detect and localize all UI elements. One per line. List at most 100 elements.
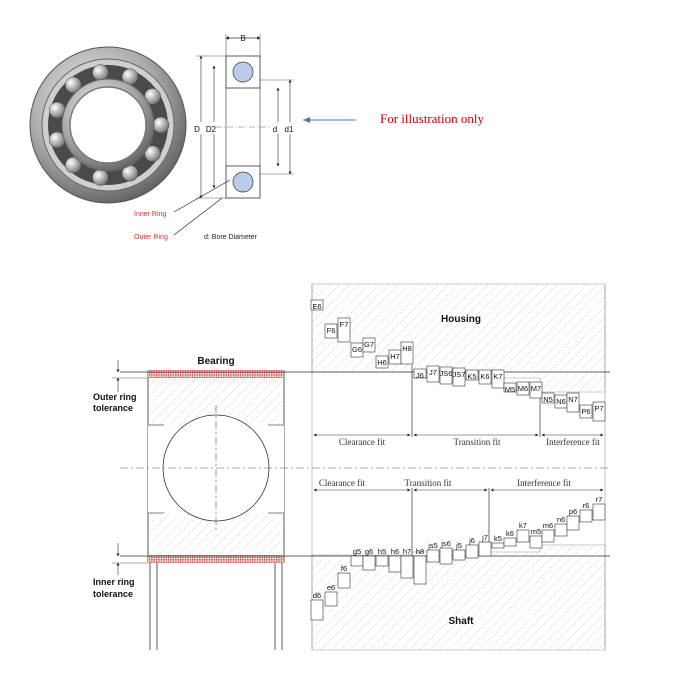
housing-tolerance-zone — [465, 369, 479, 381]
housing-tolerance-zone — [324, 323, 338, 339]
housing-tolerance-label: N6 — [556, 397, 566, 406]
shaft-tolerance-label: g6 — [365, 547, 373, 556]
housing-tolerance-label: JS7 — [453, 370, 466, 379]
inner-ring-tol-label-1: Inner ring — [93, 577, 135, 587]
inner-ring-tol-label-2: tolerance — [93, 589, 133, 599]
shaft-clearance-fit-label: Clearance fit — [319, 478, 366, 488]
shaft-tolerance-label: f6 — [341, 564, 347, 573]
shaft-tolerance-zone — [400, 555, 414, 579]
housing-tolerance-label: J7 — [429, 368, 437, 377]
shaft-tolerance-zone — [592, 503, 606, 521]
housing-tolerance-label: P6 — [581, 407, 590, 416]
housing-tolerance-zone — [426, 365, 440, 383]
outer-ring-tol-label-1: Outer ring — [93, 392, 137, 402]
housing-tolerance-zone — [478, 369, 492, 385]
housing-tolerance-zone — [362, 337, 376, 353]
outer-ring-tolerance-zone — [148, 370, 284, 378]
photo-ball — [92, 64, 109, 81]
housing-tolerance-label: M5 — [505, 385, 515, 394]
shaft-tolerance-label: h8 — [416, 547, 424, 556]
housing-tolerance-label: H8 — [402, 344, 412, 353]
shaft-tolerance-zone — [554, 523, 568, 537]
housing-tolerance-zone — [516, 381, 530, 396]
shaft-tolerance-label: r7 — [596, 495, 603, 504]
bore-diameter-note: d: Bore Diameter — [204, 234, 258, 241]
housing-heading: Housing — [441, 314, 481, 325]
shaft-tolerance-label: d6 — [313, 591, 321, 600]
housing-clearance-fit-label: Clearance fit — [339, 437, 386, 447]
housing-tolerance-zone — [566, 392, 580, 413]
housing-tolerance-label: J6 — [416, 371, 424, 380]
shaft-tolerance-zone — [491, 542, 505, 549]
shaft-tolerance-zone — [478, 541, 492, 557]
shaft-tolerance-zone — [324, 591, 338, 607]
shaft-tolerance-zone — [375, 555, 389, 567]
shaft-tolerance-zone — [503, 537, 517, 547]
shaft-tolerance-label: p6 — [569, 507, 577, 516]
housing-tolerance-label: M7 — [531, 384, 541, 393]
housing-tolerance-zone — [579, 404, 593, 419]
shaft-tolerance-label: h7 — [403, 547, 411, 556]
shaft-tolerance-label: j7 — [481, 533, 488, 542]
shaft-tolerance-zone — [541, 529, 555, 543]
shaft-tolerance-label: j6 — [468, 536, 475, 545]
housing-tolerance-label: JS6 — [440, 369, 453, 378]
photo-ball — [65, 76, 82, 94]
housing-tolerance-label: M6 — [518, 384, 528, 393]
housing-tolerance-label: K7 — [493, 372, 502, 381]
shaft-tolerance-label: j5 — [455, 541, 462, 550]
shaft-tolerance-label: js5 — [427, 541, 438, 550]
housing-tolerance-label: H6 — [377, 358, 387, 367]
outer-ring-callout: Outer Ring — [134, 234, 168, 241]
housing-transition-fit-label: Transition fit — [454, 437, 501, 447]
photo-ball — [152, 116, 170, 134]
ball-section-bottom — [232, 171, 254, 193]
housing-tolerance-label: N7 — [568, 395, 578, 404]
shaft-tolerance-zone — [337, 572, 351, 589]
housing-tolerance-zone — [452, 367, 466, 387]
housing-tolerance-zone — [400, 341, 414, 365]
shaft-heading: Shaft — [449, 616, 475, 627]
shaft-tolerance-zone — [529, 535, 543, 549]
housing-tolerance-zone — [439, 366, 453, 385]
bearing-cross-section: B D D2 d d1 Inner Ring Outer Ring d: Bor… — [134, 34, 297, 241]
housing-tolerance-zone — [310, 299, 324, 311]
shaft-tolerance-label: m6 — [543, 521, 553, 530]
housing-tolerance-zone — [529, 381, 543, 399]
housing-tolerance-label: E6 — [312, 302, 321, 311]
shaft-tolerance-zone — [579, 509, 593, 523]
note-arrow-head — [303, 117, 310, 123]
housing-fit-ranges: Clearance fit Transition fit Interferenc… — [313, 433, 604, 447]
shaft-interference-fit-label: Interference fit — [517, 478, 571, 488]
housing-tolerance-label: P7 — [594, 404, 603, 413]
housing-interference-fit-label: Interference fit — [546, 437, 600, 447]
bearing-heading: Bearing — [197, 356, 234, 367]
inner-ring-callout: Inner Ring — [134, 211, 166, 218]
housing-tolerance-label: H7 — [390, 352, 400, 361]
housing-tolerance-zone — [375, 355, 389, 369]
ball-section-top — [232, 61, 254, 83]
photo-ball — [65, 156, 82, 174]
housing-tolerance-zone — [337, 317, 351, 343]
inner-ring-tolerance-zone — [148, 555, 284, 563]
shaft-tolerance-zone — [566, 515, 580, 531]
shaft-tolerance-zone — [452, 549, 466, 561]
shaft-transition-fit-label: Transition fit — [405, 478, 452, 488]
housing-tolerance-label: G7 — [364, 340, 374, 349]
dim-d1-label: d1 — [285, 125, 294, 134]
housing-tolerance-label: K5 — [467, 372, 476, 381]
shaft-tolerance-label: k6 — [506, 529, 514, 538]
shaft-tolerance-label: n6 — [557, 515, 565, 524]
shaft-tolerance-label: k7 — [519, 521, 527, 530]
shaft-tolerance-zone — [362, 555, 376, 571]
shaft-tolerance-label: m5 — [531, 527, 541, 536]
fit-diagram: Bearing Outer ring tolerance Inner ring … — [93, 283, 610, 651]
housing-tolerance-zone — [541, 392, 555, 404]
housing-tolerance-zone — [413, 368, 427, 379]
shaft-tolerance-zone — [413, 555, 427, 585]
photo-ball — [92, 169, 109, 186]
shaft-tolerance-zone — [439, 547, 453, 565]
